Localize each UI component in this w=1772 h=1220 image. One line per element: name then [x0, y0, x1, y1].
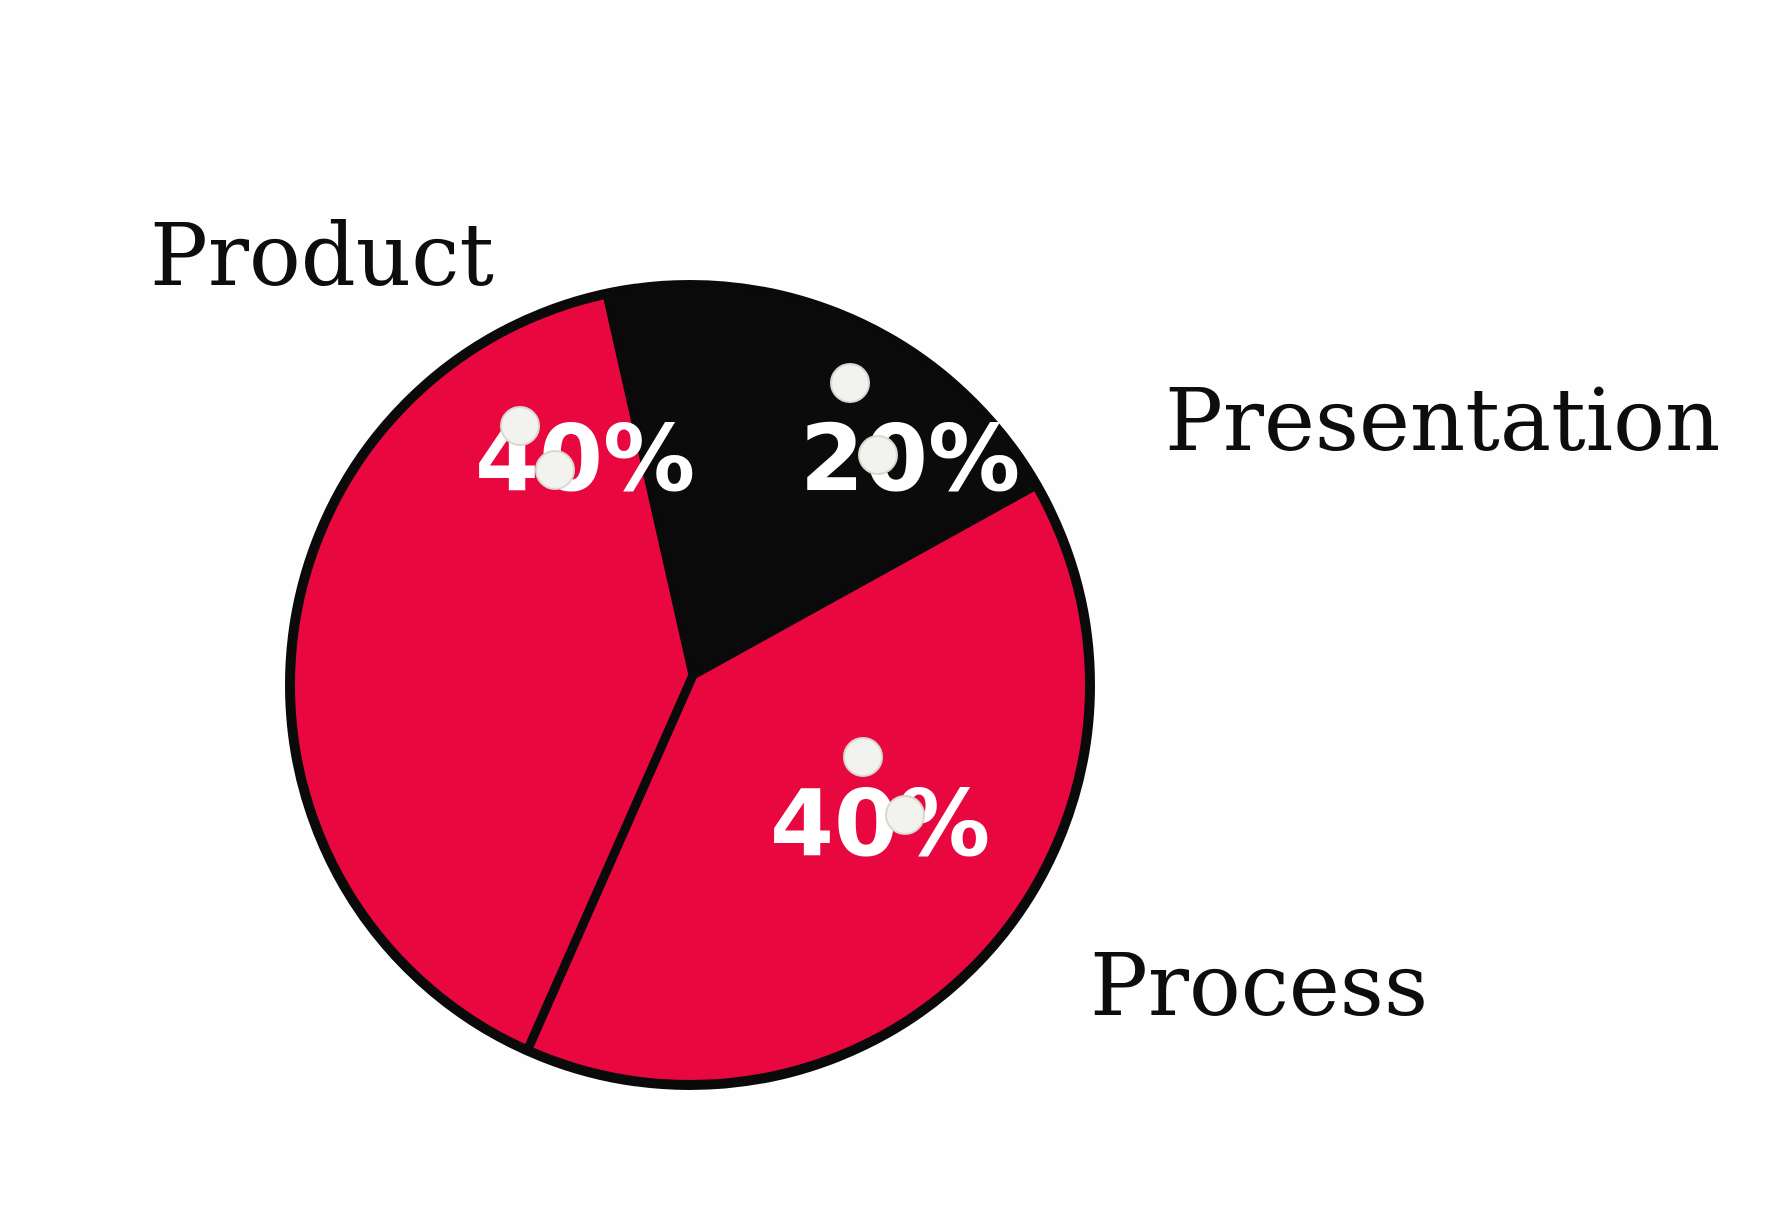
category-label-process: Process — [1090, 936, 1428, 1036]
category-label-presentation: Presentation — [1165, 371, 1720, 471]
paper-dot — [535, 450, 575, 490]
paper-dot — [843, 737, 883, 777]
pie-slices — [285, 280, 1095, 1090]
percent-label-presentation: 20% — [800, 405, 1020, 512]
paper-dot — [500, 406, 540, 446]
category-label-product: Product — [150, 206, 494, 306]
pie-outline — [285, 280, 1095, 1090]
paper-dot — [830, 363, 870, 403]
paper-dot — [858, 435, 898, 475]
paper-dot — [885, 795, 925, 835]
decorative-dots — [500, 363, 925, 835]
percent-labels: 20%40%40% — [475, 405, 1020, 877]
percent-label-process: 40% — [770, 770, 990, 877]
